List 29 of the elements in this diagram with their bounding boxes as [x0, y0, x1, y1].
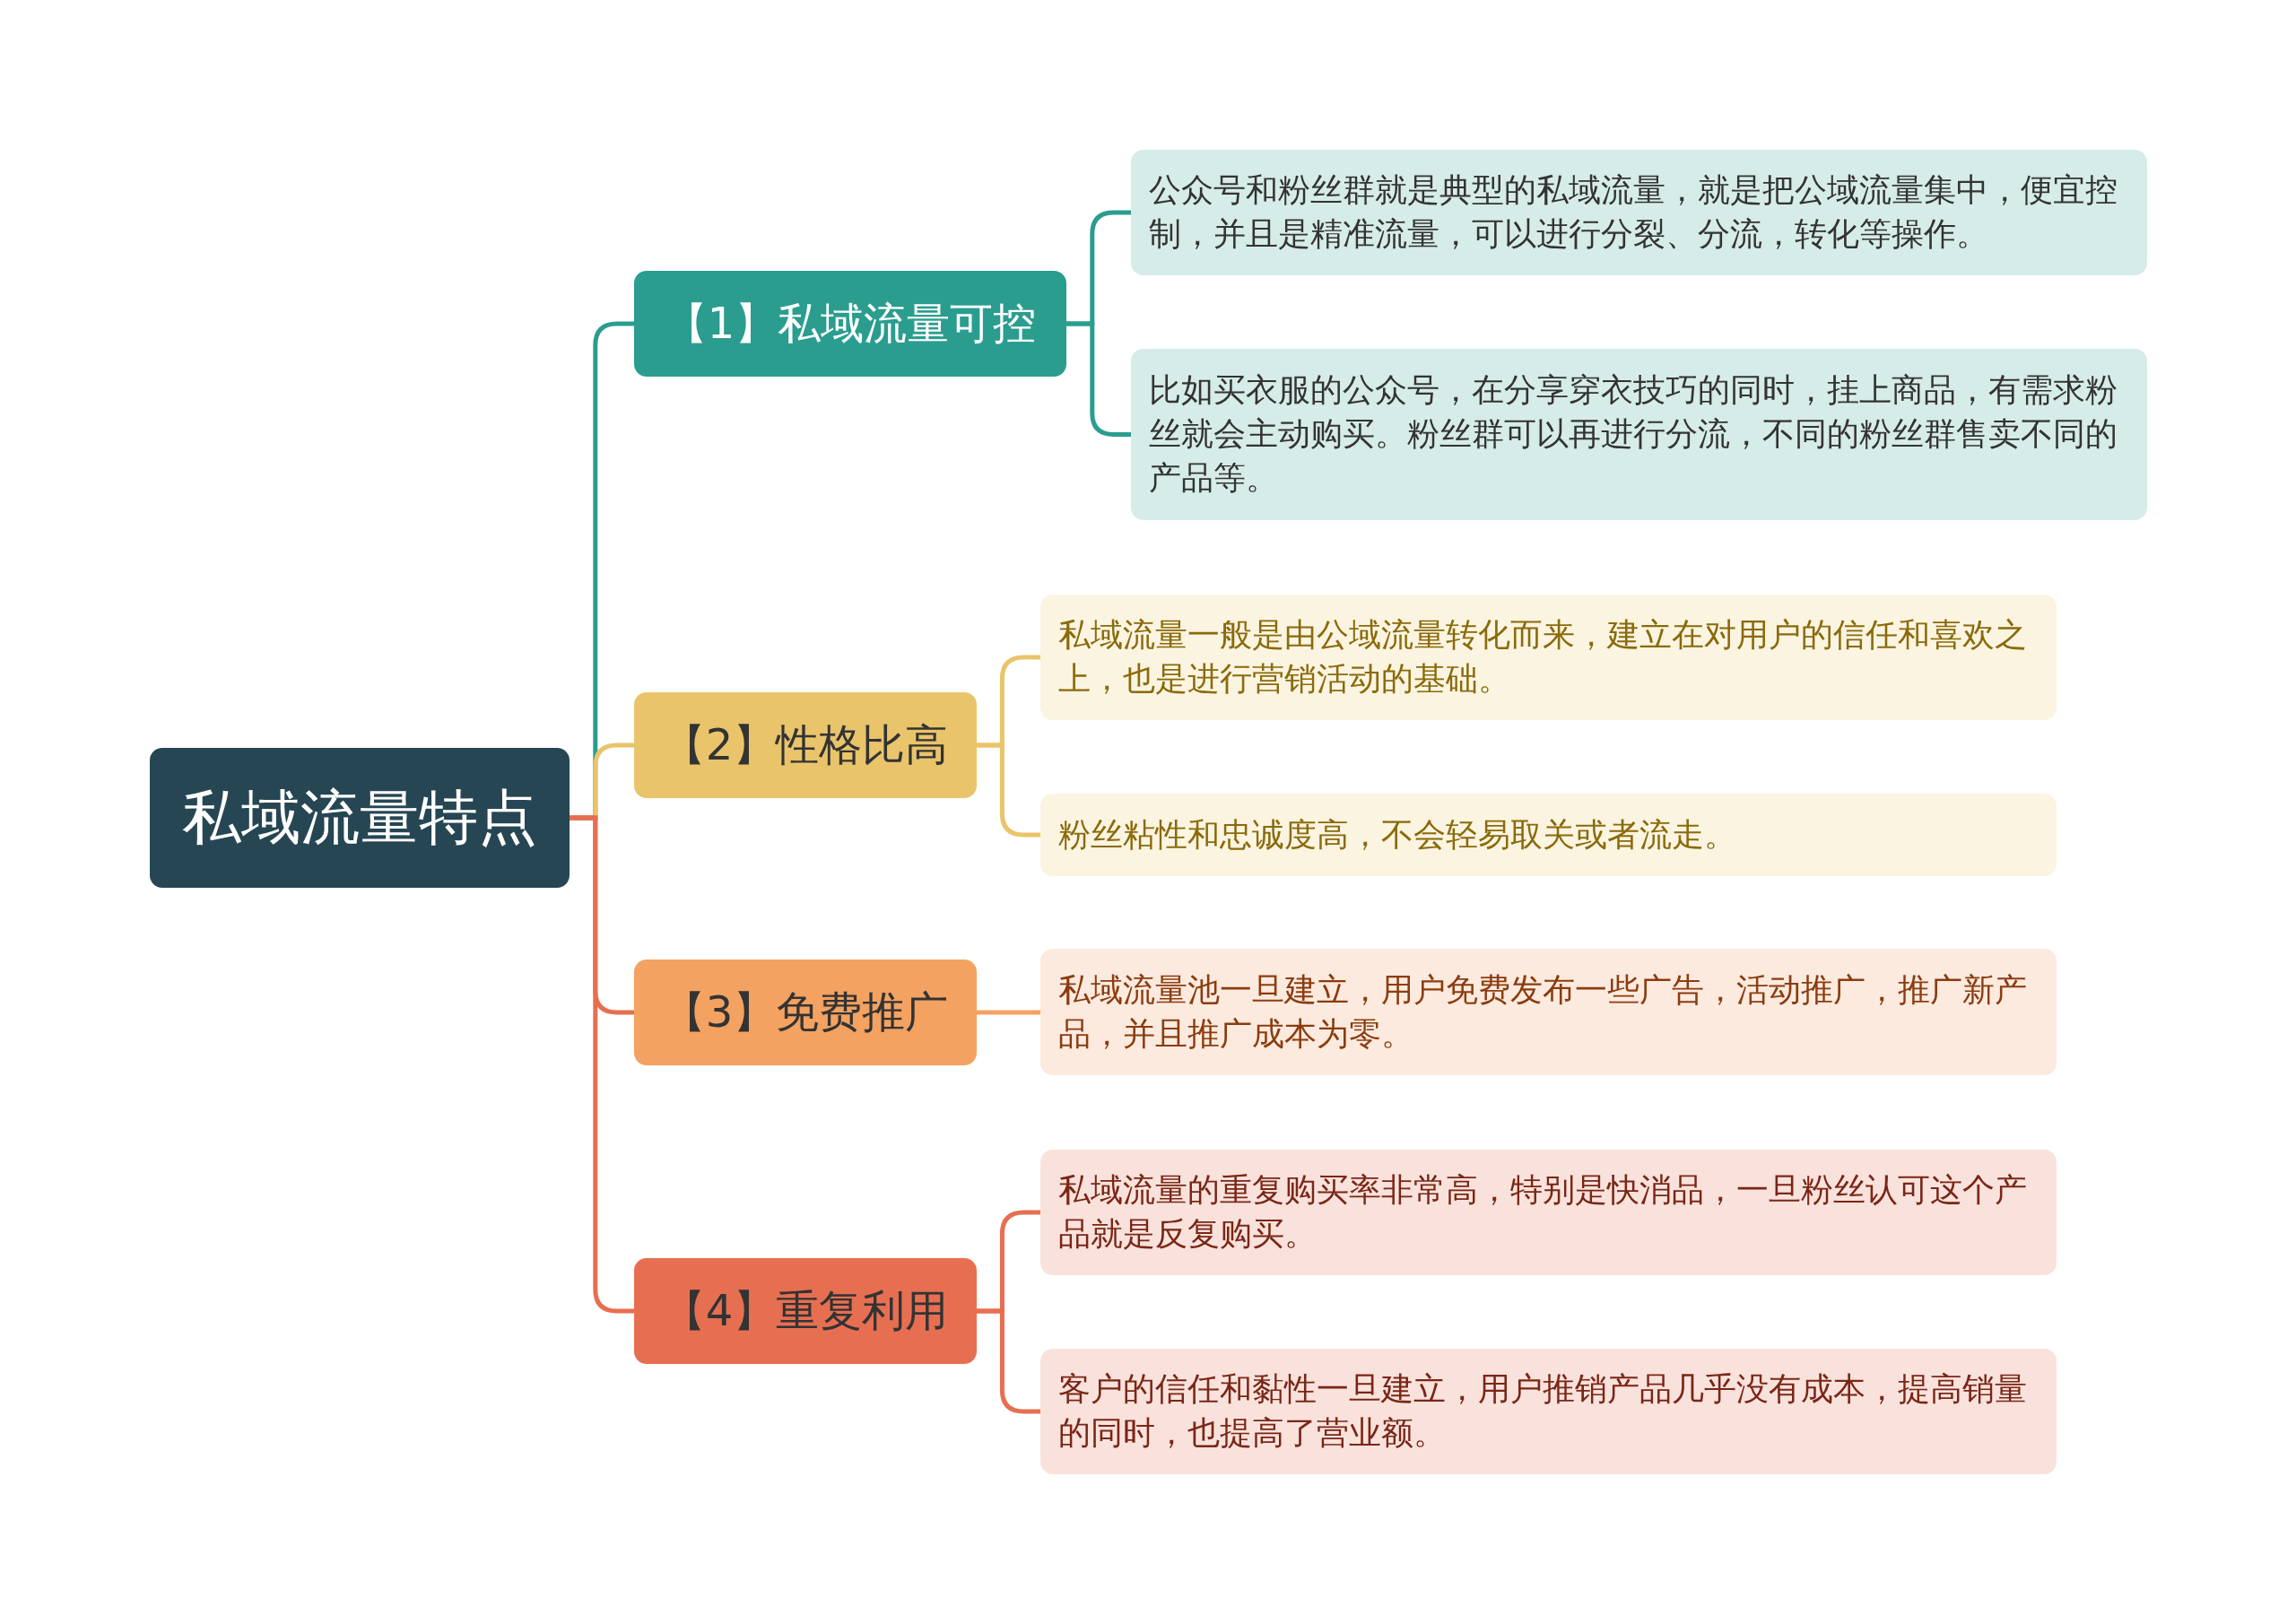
connector-line	[1066, 321, 1131, 437]
topic-text: 【1】私域流量可控	[664, 297, 1037, 351]
note-box	[1040, 1349, 2057, 1474]
topic-text: 私域流量特点	[182, 782, 537, 855]
note-box	[1131, 150, 2147, 275]
topic-box	[634, 960, 977, 1065]
connector-line	[977, 1308, 1040, 1414]
note-text: 客户的信任和黏性一旦建立，用户推销产品几乎没有成本，提高销量的同时，也提高了营业额。	[1058, 1369, 2028, 1453]
note-box	[1040, 949, 2057, 1075]
topic-text: 【2】性格比高	[662, 718, 949, 772]
connector-line	[977, 1010, 1040, 1015]
note-box	[1131, 349, 2147, 520]
note-text: 公众号和粉丝群就是典型的私域流量，就是把公域流量集中，便宜控制，并且是精准流量，可以进行分裂、分流，转化等操作。	[1149, 170, 2118, 254]
note-text: 私域流量池一旦建立，用户免费发布一些广告，活动推广，推广新产品，并且推广成本为零。	[1058, 969, 2028, 1054]
note-text: 比如买衣服的公众号，在分享穿衣技巧的同时，挂上商品，有需求粉丝就会主动购买。粉丝群可以再进行分流，不同的粉丝群售卖不同的产品等。	[1149, 370, 2118, 498]
root-topic-box	[150, 748, 570, 888]
connector-line	[570, 815, 634, 1314]
topic-box	[634, 692, 977, 798]
topic-box	[634, 271, 1066, 377]
note-box	[1040, 595, 2057, 720]
note-text: 粉丝粘性和忠诚度高，不会轻易取关或者流走。	[1058, 814, 1736, 855]
topic-text: 【3】免费推广	[662, 986, 949, 1039]
topic-text: 【4】重复利用	[662, 1284, 949, 1338]
note-text: 私域流量一般是由公域流量转化而来，建立在对用户的信任和喜欢之上，也是进行营销活动的基础。	[1058, 615, 2028, 699]
note-box	[1040, 794, 2057, 876]
topic-box	[634, 1258, 977, 1364]
connector-line	[977, 743, 1040, 838]
note-box	[1040, 1150, 2057, 1275]
note-text: 私域流量的重复购买率非常高，特别是快消品，一旦粉丝认可这个产品就是反复购买。	[1058, 1170, 2028, 1254]
